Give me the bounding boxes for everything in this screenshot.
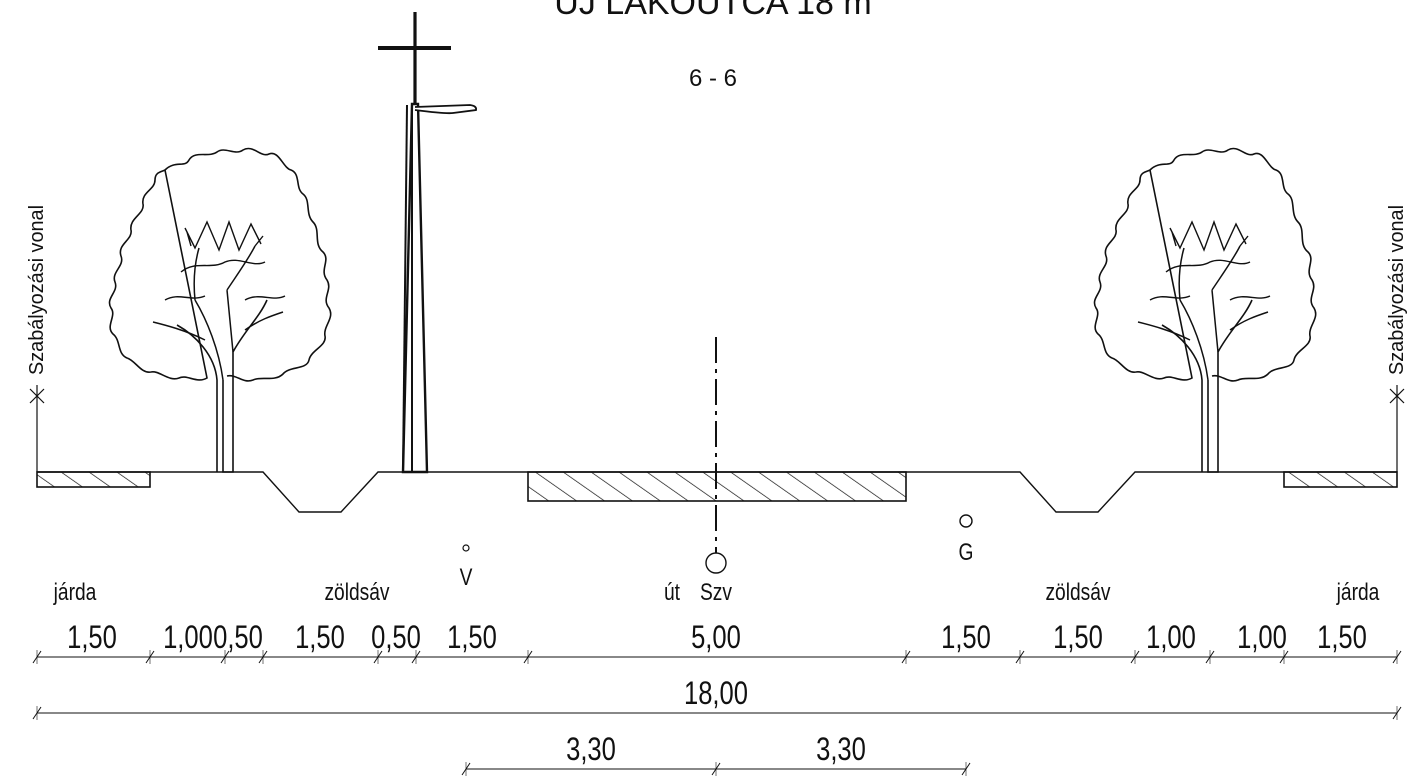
dimension-tick — [258, 650, 268, 664]
dimension-value: 0,50 — [371, 620, 421, 655]
dimension-tick — [145, 650, 155, 664]
dimension-value: 1,50 — [447, 620, 497, 655]
dimension-row-total: 18,00 — [32, 676, 1402, 720]
gas-pipe-symbol — [959, 514, 973, 528]
label-water: V — [460, 563, 473, 591]
dimension-tick — [32, 650, 42, 664]
dimension-value: 1,50 — [295, 620, 345, 655]
dimension-value: 1,50 — [1317, 620, 1367, 655]
dimension-value: 1,50 — [941, 620, 991, 655]
label-greenstrip-left: zöldsáv — [324, 578, 389, 606]
dimension-value: 5,00 — [691, 620, 741, 655]
label-gas: G — [959, 538, 974, 566]
label-road: út — [664, 578, 680, 606]
dimension-value: 1,50 — [67, 620, 117, 655]
sidewalk-right — [1283, 471, 1398, 488]
dimension-tick — [1130, 650, 1140, 664]
dimension-tick — [901, 650, 911, 664]
tree-right — [1093, 147, 1317, 473]
dimension-tick — [411, 650, 421, 664]
dimension-row-offsets: 3,30 3,30 — [461, 732, 971, 776]
dimension-tick — [461, 762, 471, 776]
dimension-value: 1,00 — [1237, 620, 1287, 655]
dimension-tick — [711, 762, 721, 776]
dimension-tick — [523, 650, 533, 664]
section-label: 6 - 6 — [689, 65, 737, 92]
boundary-label-left: Szabályozási vonal — [26, 205, 48, 375]
dimension-tick — [1392, 650, 1402, 664]
dimension-value: 1,00 — [163, 620, 213, 655]
label-sidewalk-right: járda — [1336, 578, 1380, 606]
dimension-value: 0,50 — [213, 620, 263, 655]
dimension-tick — [961, 762, 971, 776]
lamp-post — [378, 12, 478, 474]
boundary-line-left: Szabályozási vonal — [26, 205, 48, 472]
dimension-value: 1,00 — [1146, 620, 1196, 655]
dimension-value: 1,50 — [1053, 620, 1103, 655]
dimension-tick — [220, 650, 230, 664]
dimension-tick — [373, 650, 383, 664]
dimension-offset-right: 3,30 — [816, 732, 866, 767]
dimension-tick — [32, 706, 42, 720]
drawing-title: ÚJ LAKOUTCA 18 m — [554, 0, 871, 22]
label-sidewalk-left: járda — [53, 578, 97, 606]
dimension-tick — [1392, 706, 1402, 720]
dimension-tick — [1279, 650, 1289, 664]
dimension-tick — [1015, 650, 1025, 664]
dimension-offset-left: 3,30 — [566, 732, 616, 767]
boundary-line-right: Szabályozási vonal — [1386, 205, 1408, 472]
boundary-label-right: Szabályozási vonal — [1386, 205, 1408, 375]
dimension-total: 18,00 — [684, 676, 748, 711]
water-pipe-symbol — [462, 544, 470, 552]
dimension-tick — [1205, 650, 1215, 664]
sewer-pipe-symbol — [705, 552, 727, 574]
sidewalk-left — [36, 471, 151, 488]
label-sewer: Szv — [700, 578, 732, 606]
label-greenstrip-right: zöldsáv — [1045, 578, 1110, 606]
tree-left — [108, 147, 332, 473]
